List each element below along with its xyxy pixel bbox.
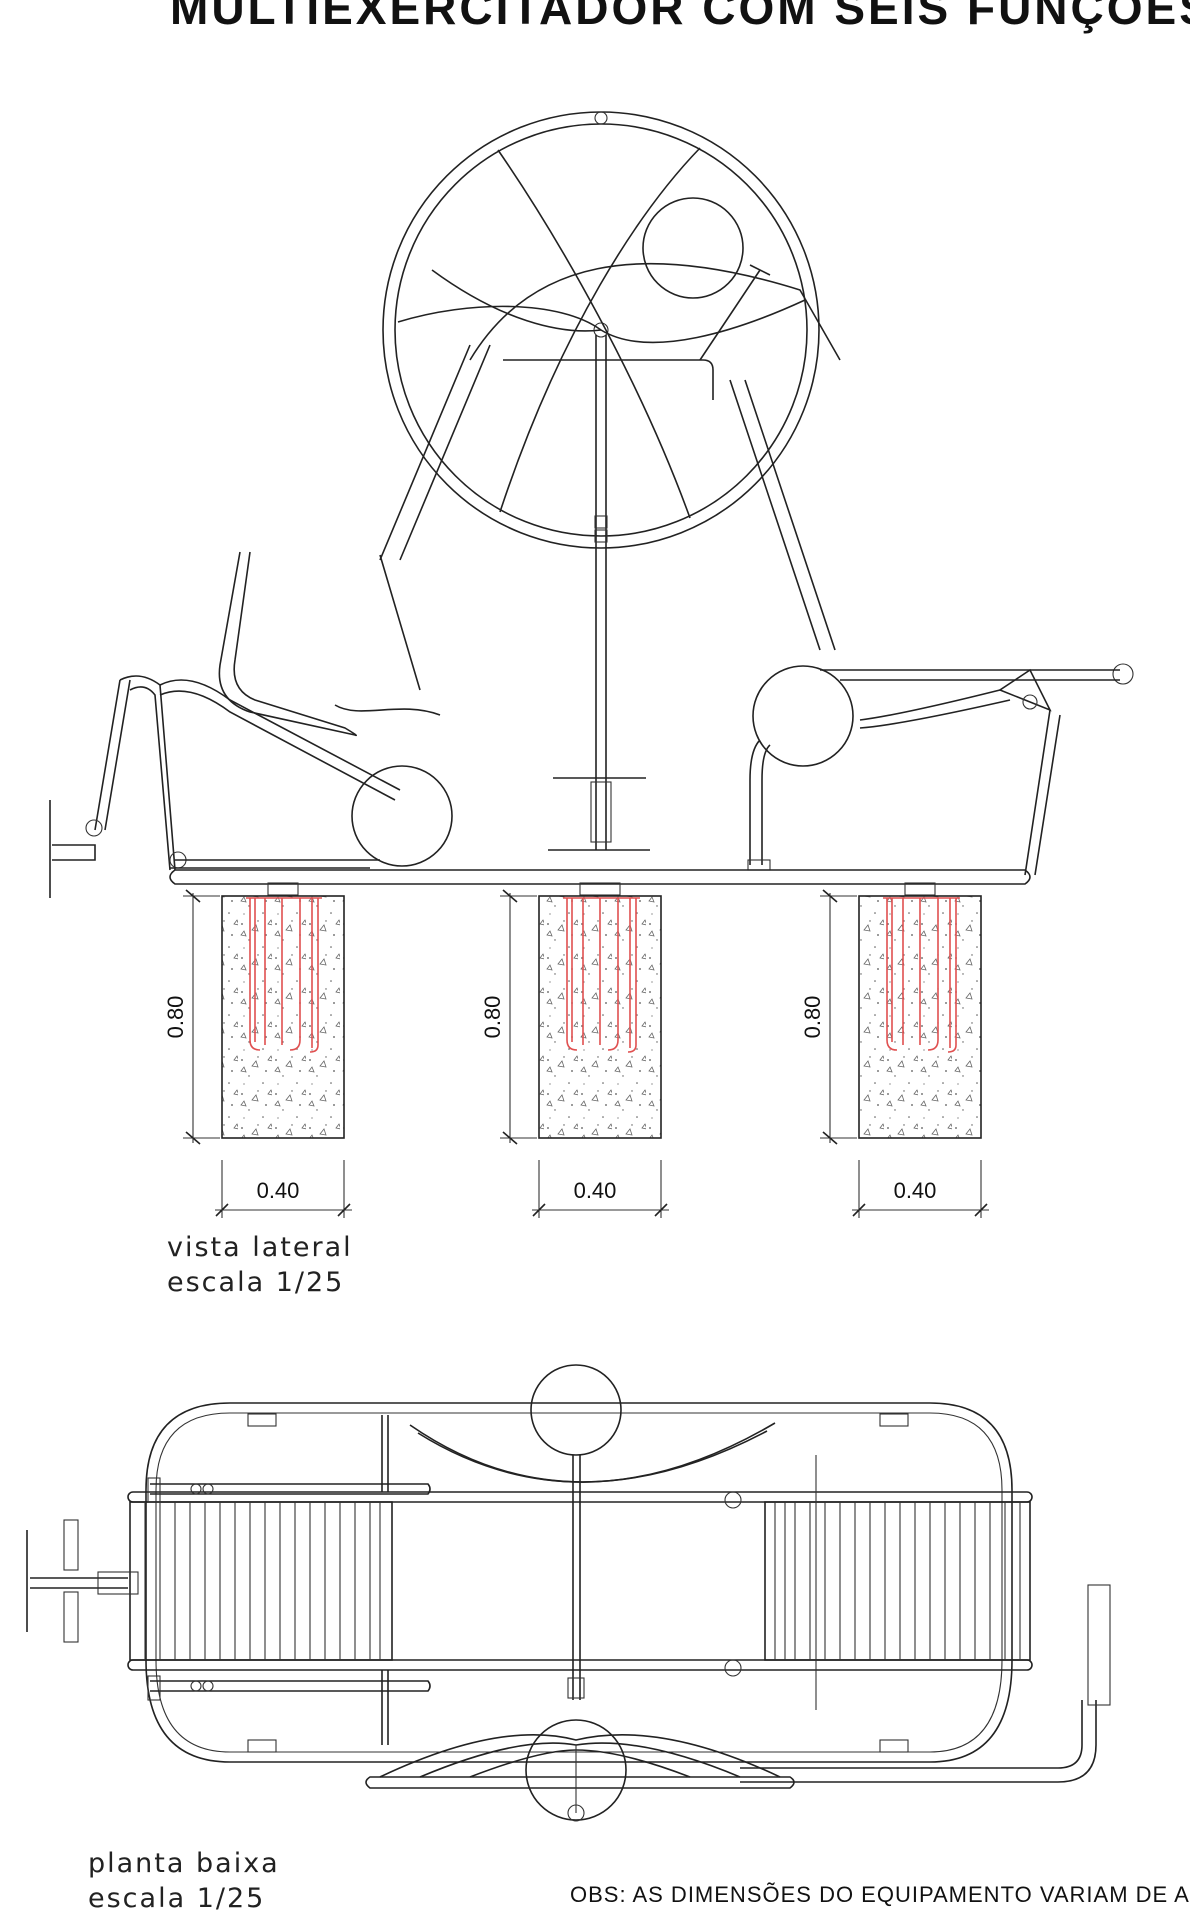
concrete-footing <box>858 895 982 1139</box>
footing-height-label: 0.80 <box>163 996 188 1039</box>
footing-width-label: 0.40 <box>257 1178 300 1203</box>
dimension-width: 0.40 <box>852 1160 989 1218</box>
side-view-caption: vista lateral <box>167 1232 353 1263</box>
plan-outer-frame <box>145 1402 1013 1763</box>
footing-width-label: 0.40 <box>574 1178 617 1203</box>
footing-height-label: 0.80 <box>480 996 505 1039</box>
dimension-height: 0.80 <box>800 889 857 1145</box>
side-view: 0.80 0.40 0.80 <box>49 111 1134 1298</box>
plan-bottom-frame <box>365 1719 795 1822</box>
plan-view: planta baixa escala 1/25 <box>26 1364 1111 1913</box>
dimension-height: 0.80 <box>480 889 537 1145</box>
dimension-height: 0.80 <box>163 889 220 1145</box>
dimension-width: 0.40 <box>215 1160 352 1218</box>
plan-view-caption: planta baixa <box>88 1848 280 1879</box>
a-frame <box>379 335 836 851</box>
plan-wheel-top <box>530 1364 622 1456</box>
dimension-width: 0.40 <box>532 1160 669 1218</box>
plan-view-scale: escala 1/25 <box>88 1883 265 1913</box>
left-station <box>49 551 453 898</box>
base-rail <box>169 869 1031 885</box>
wheel-frame <box>382 111 841 549</box>
left-platform <box>129 1501 393 1661</box>
concrete-footing <box>538 895 662 1139</box>
plan-left-handle <box>26 1519 139 1643</box>
footing-width-label: 0.40 <box>894 1178 937 1203</box>
right-station <box>747 663 1134 876</box>
footing-height-label: 0.80 <box>800 996 825 1039</box>
concrete-footing <box>221 895 345 1139</box>
drawing-title: MULTIEXERCITADOR COM SEIS FUNÇÕES - 01 u… <box>170 0 1190 34</box>
right-platform <box>764 1501 1031 1661</box>
dimensions-note: OBS: AS DIMENSÕES DO EQUIPAMENTO VARIAM … <box>570 1882 1190 1907</box>
side-view-scale: escala 1/25 <box>167 1267 344 1298</box>
